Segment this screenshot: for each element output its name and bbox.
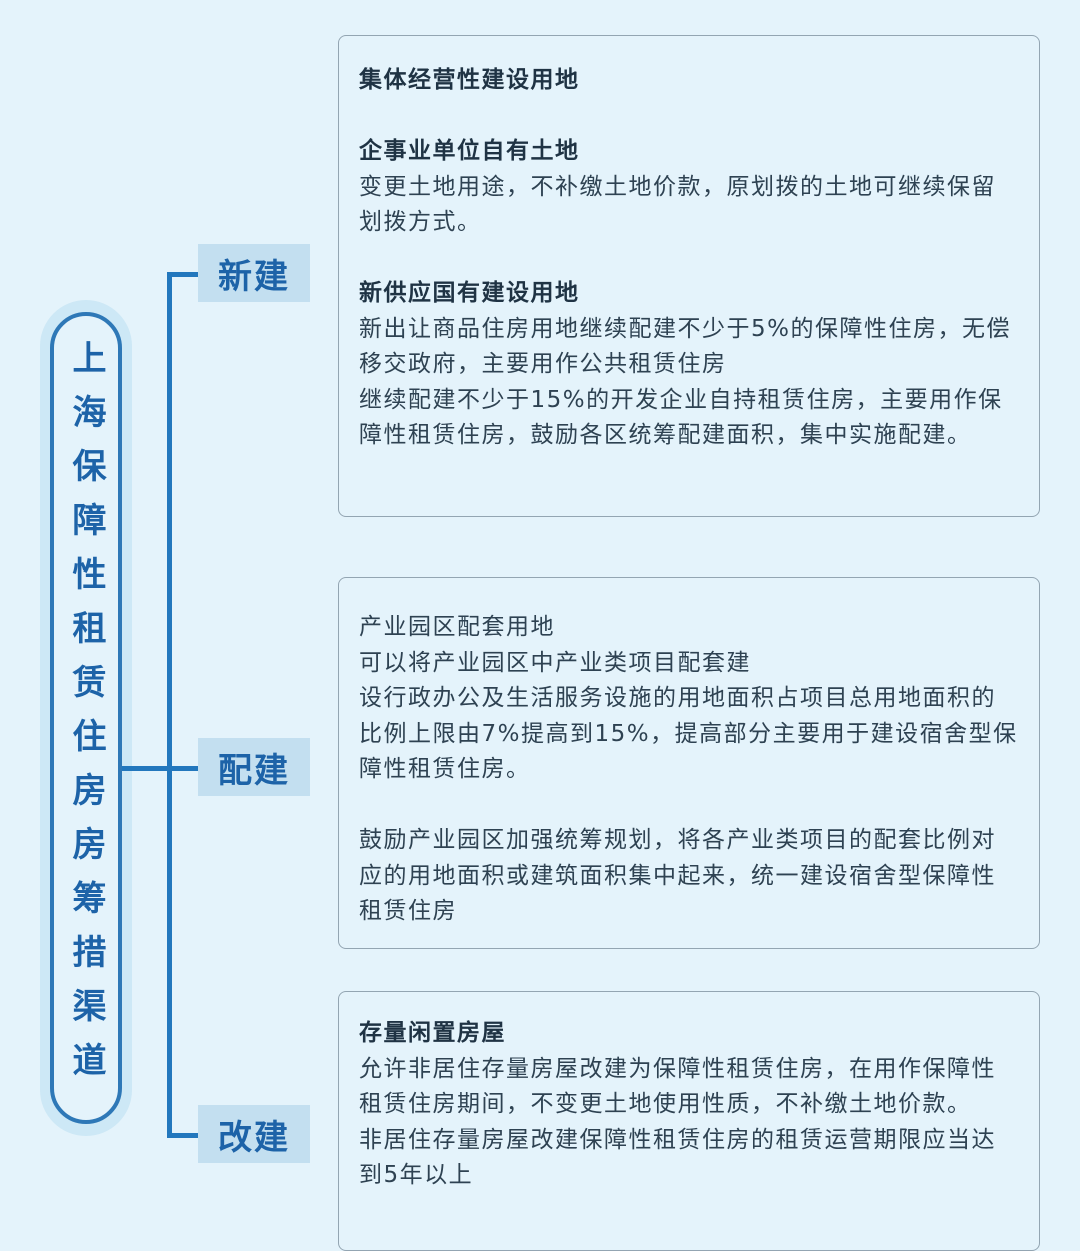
card-text: 非居住存量房屋改建保障性租赁住房的租赁运营期限应当达到5年以上 [359, 1126, 996, 1189]
card-heading: 新供应国有建设用地 [359, 280, 580, 306]
card-text: 变更土地用途，不补缴土地价款，原划拨的土地可继续保留划拨方式。 [359, 173, 996, 236]
branch-label-peijian: 配建 [198, 738, 310, 796]
card-heading: 集体经营性建设用地 [359, 67, 580, 93]
branch-label-xinjian: 新建 [198, 244, 310, 302]
connector-to-xinjian [167, 272, 200, 277]
card-heading: 企事业单位自有土地 [359, 138, 580, 164]
card-text: 鼓励产业园区加强统筹规划，将各产业类项目的配套比例对应的用地面积或建筑面积集中起… [359, 827, 996, 924]
card-text: 允许非居住存量房屋改建为保障性租赁住房，在用作保障性租赁住房期间，不变更土地使用… [359, 1055, 996, 1118]
diagram-canvas: 上海保障性租赁住房房筹措渠道 新建 配建 改建 集体经营性建设用地 企事业单位自… [40, 35, 1040, 1251]
card-xinjian: 集体经营性建设用地 企事业单位自有土地 变更土地用途，不补缴土地价款，原划拨的土… [338, 35, 1040, 517]
connector-to-peijian [167, 766, 200, 771]
card-text: 可以将产业园区中产业类项目配套建 [359, 649, 751, 676]
diagram-title: 上海保障性租赁住房房筹措渠道 [66, 340, 106, 1096]
card-text: 产业园区配套用地 [359, 614, 555, 640]
card-heading: 存量闲置房屋 [359, 1020, 506, 1046]
branch-label-gaijian: 改建 [198, 1105, 310, 1163]
card-text: 新出让商品住房用地继续配建不少于5%的保障性住房，无偿移交政府，主要用作公共租赁… [359, 315, 1011, 378]
connector-main-horizontal [122, 766, 172, 771]
card-gaijian: 存量闲置房屋 允许非居住存量房屋改建为保障性租赁住房，在用作保障性租赁住房期间，… [338, 991, 1040, 1251]
card-text: 继续配建不少于15%的开发企业自持租赁住房，主要用作保障性租赁住房，鼓励各区统筹… [359, 386, 1003, 449]
connector-vertical [167, 272, 172, 1138]
card-text: 设行政办公及生活服务设施的用地面积占项目总用地面积的比例上限由7%提高到15%，… [359, 685, 1018, 782]
title-pill: 上海保障性租赁住房房筹措渠道 [50, 312, 122, 1124]
card-peijian: 产业园区配套用地 可以将产业园区中产业类项目配套建 设行政办公及生活服务设施的用… [338, 577, 1040, 949]
connector-to-gaijian [167, 1133, 200, 1138]
